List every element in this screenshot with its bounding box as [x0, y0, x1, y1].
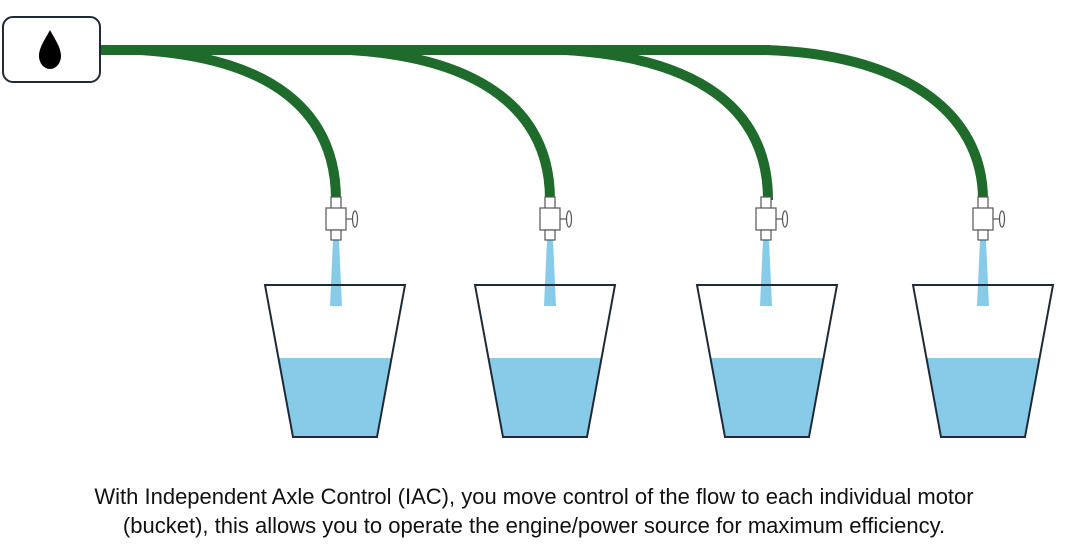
valve-outlet — [977, 229, 989, 241]
source-box — [2, 16, 101, 83]
water-stream — [977, 240, 989, 306]
valve-handle-icon — [565, 210, 573, 228]
caption: With Independent Axle Control (IAC), you… — [0, 482, 1068, 540]
water-drop-icon — [39, 30, 61, 69]
valve-handle-icon — [351, 210, 359, 228]
branch-hose — [139, 45, 341, 201]
branch-hose — [564, 45, 773, 201]
caption-line-2: (bucket), this allows you to operate the… — [122, 513, 946, 538]
valve — [972, 196, 1006, 241]
bucket-unit — [695, 196, 839, 438]
valve-body — [755, 207, 777, 231]
valve-body — [972, 207, 994, 231]
valve-neck — [330, 196, 342, 210]
water-fill — [710, 357, 824, 437]
branch-hose — [764, 45, 988, 201]
valve-neck — [760, 196, 772, 210]
valve-body — [325, 207, 347, 231]
water-fill — [488, 357, 602, 437]
valve-neck — [977, 196, 989, 210]
valve — [539, 196, 573, 241]
flow-diagram — [2, 16, 1055, 438]
valve — [755, 196, 789, 241]
valve-handle-icon — [998, 210, 1006, 228]
bucket — [911, 284, 1055, 438]
valve-neck — [544, 196, 556, 210]
water-stream — [544, 240, 556, 306]
bucket — [263, 284, 407, 438]
bucket-unit — [263, 196, 407, 438]
water-stream — [760, 240, 772, 306]
water-fill — [926, 357, 1040, 437]
valve-outlet — [760, 229, 772, 241]
caption-line-1: With Independent Axle Control (IAC), you… — [94, 484, 974, 509]
bucket-unit — [473, 196, 617, 438]
branch-hose — [349, 45, 555, 201]
water-fill — [278, 357, 392, 437]
valve — [325, 196, 359, 241]
valve-outlet — [544, 229, 556, 241]
valve-outlet — [330, 229, 342, 241]
valve-body — [539, 207, 561, 231]
bucket — [473, 284, 617, 438]
bucket-unit — [911, 196, 1055, 438]
valve-handle-icon — [781, 210, 789, 228]
bucket — [695, 284, 839, 438]
water-stream — [330, 240, 342, 306]
